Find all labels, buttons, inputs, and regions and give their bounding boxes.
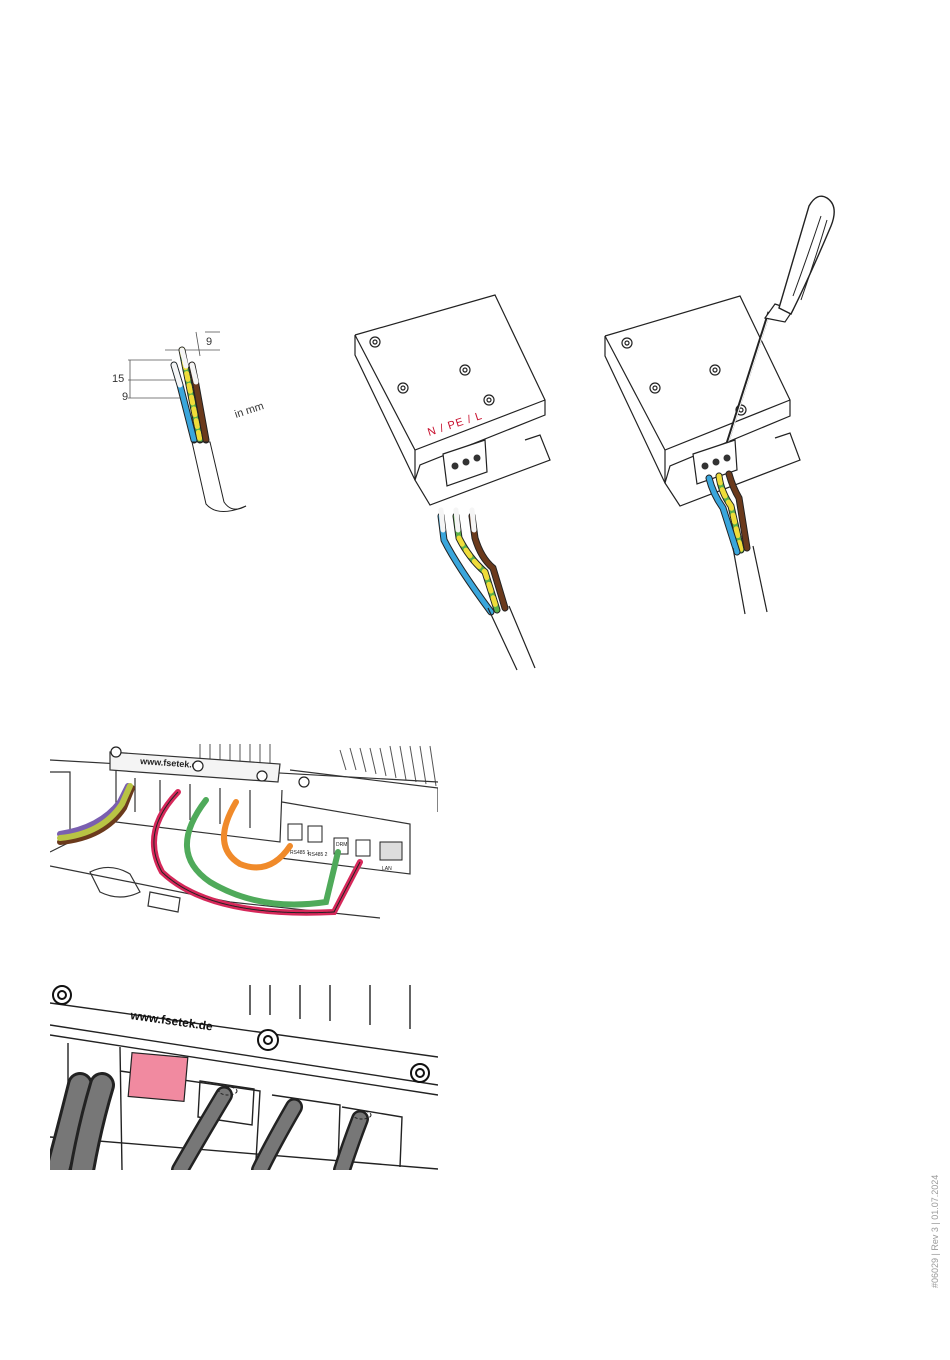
unit-label: in mm [233,400,265,421]
inverter-wiring-illustration: www.fsetek.de RS485 1 RS485 2 DRM LAN [50,742,438,920]
terminal-box-diagram: N / PE / L [345,290,565,675]
port-label: RS485 1 [290,850,310,856]
stripped-wires [174,350,206,440]
cable-gland-illustration: www.fsetek.de [50,985,438,1170]
terminal-block [443,440,487,486]
screwdriver-diagram [595,188,845,618]
port-label: LAN [382,866,392,872]
dim-outer-label: 15 [112,373,124,385]
document-footer: #06029 | Rev 3 | 01.07.2024 [930,1175,940,1288]
dim-top-label: 9 [206,336,212,348]
port-label: RS485 2 [308,852,328,858]
terminal-wires [709,474,747,552]
terminal-box-screws [370,337,494,405]
highlighted-gland [128,1053,188,1102]
dim-inner-label: 9 [122,391,128,403]
terminal-wires [441,510,505,612]
port-label: DRM [336,842,347,848]
cable-strip-diagram: 9 15 9 in mm [100,320,290,525]
